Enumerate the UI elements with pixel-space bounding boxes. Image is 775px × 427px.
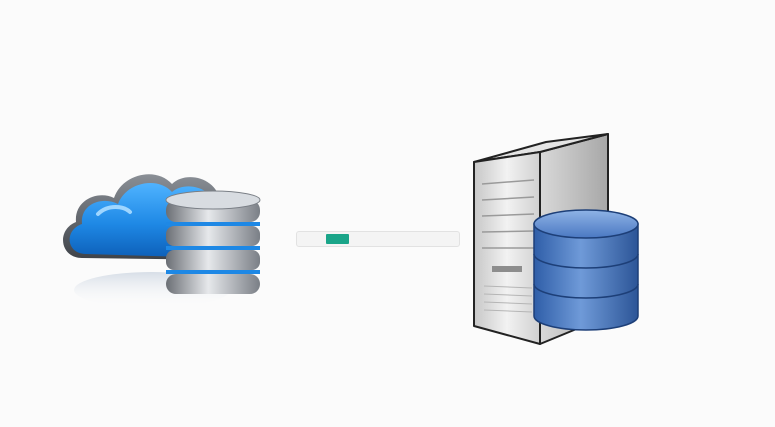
cloud-database-icon — [63, 174, 261, 308]
server-database-icon — [473, 133, 639, 345]
transfer-progress-bar — [296, 231, 460, 247]
progress-indicator — [326, 234, 349, 244]
